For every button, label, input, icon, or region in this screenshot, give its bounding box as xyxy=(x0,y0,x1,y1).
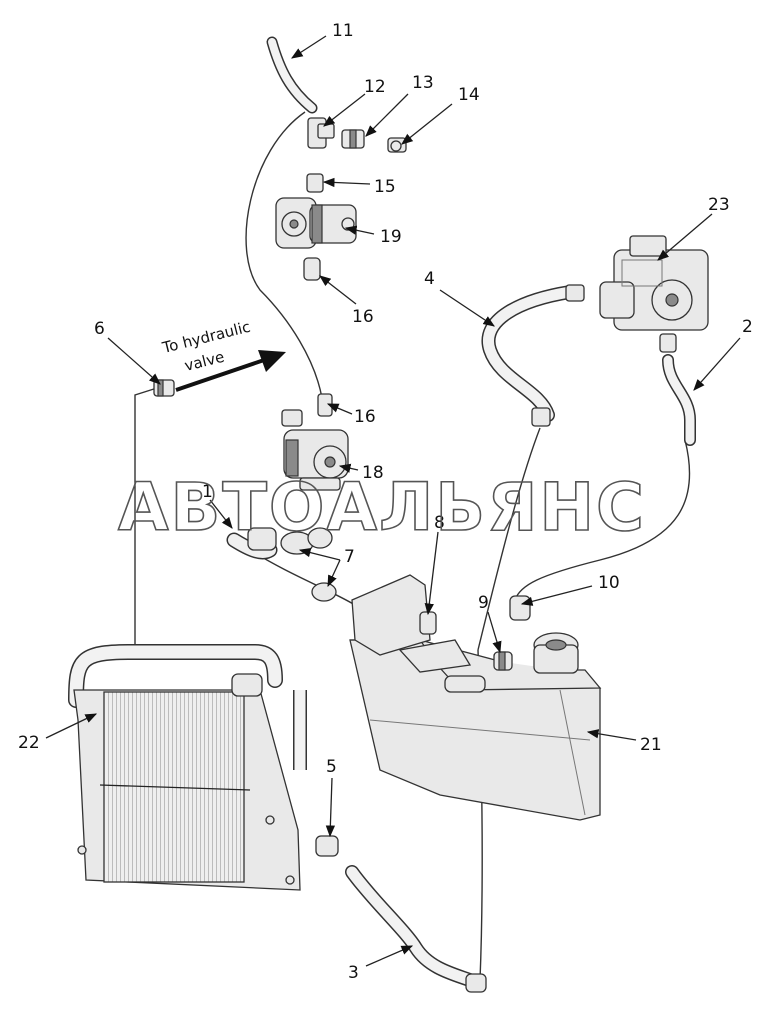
gear-pump-19 xyxy=(275,197,357,249)
tee-fitting-12 xyxy=(307,117,335,149)
callout-5: 5 xyxy=(326,757,337,777)
hydraulic-valve-arrow xyxy=(175,350,286,392)
elbow-10 xyxy=(509,595,531,621)
callout-7: 7 xyxy=(344,547,355,567)
hose-4 xyxy=(481,284,585,427)
leader-lines xyxy=(45,35,741,967)
elbow-14 xyxy=(387,137,407,153)
callout-13: 13 xyxy=(412,73,434,93)
elbow-16-upper xyxy=(303,257,321,281)
callout-15: 15 xyxy=(374,177,396,197)
fitting-9 xyxy=(493,651,513,671)
callout-2: 2 xyxy=(742,317,753,337)
watermark-text: АВТОАЛЬЯНС xyxy=(118,469,646,546)
callout-1: 1 xyxy=(202,482,213,502)
callout-12: 12 xyxy=(364,77,386,97)
callout-9: 9 xyxy=(478,593,489,613)
fitting-8 xyxy=(419,611,437,635)
fitting-6 xyxy=(153,379,175,397)
callout-10: 10 xyxy=(598,573,620,593)
callout-14: 14 xyxy=(458,85,480,105)
hose-2 xyxy=(662,354,696,446)
callout-11: 11 xyxy=(332,21,354,41)
callout-18: 18 xyxy=(362,463,384,483)
callout-23: 23 xyxy=(708,195,730,215)
variable-pump-23 xyxy=(599,235,709,353)
callout-3: 3 xyxy=(348,963,359,983)
hose-3 xyxy=(345,865,487,993)
callout-4: 4 xyxy=(424,269,435,289)
callout-22: 22 xyxy=(18,733,40,753)
oil-cooler-22 xyxy=(68,644,307,891)
callout-16-upper: 16 xyxy=(352,307,374,327)
arrow-note-line2: valve xyxy=(183,348,226,375)
callout-8: 8 xyxy=(434,513,445,533)
callout-6: 6 xyxy=(94,319,105,339)
callout-19: 19 xyxy=(380,227,402,247)
callout-21: 21 xyxy=(640,735,662,755)
fitting-15 xyxy=(306,173,324,193)
callout-labels: 11 12 13 14 15 19 16 16 18 6 4 2 23 1 7 … xyxy=(18,21,753,983)
callout-16-lower: 16 xyxy=(354,407,376,427)
gear-pump-18 xyxy=(281,393,349,491)
hydraulic-tank-21 xyxy=(349,574,602,821)
elbow-5 xyxy=(315,835,339,857)
hose-1 xyxy=(226,527,278,560)
clamp-7 xyxy=(280,527,337,602)
adapter-13 xyxy=(341,129,365,149)
hose-11 xyxy=(266,36,318,114)
